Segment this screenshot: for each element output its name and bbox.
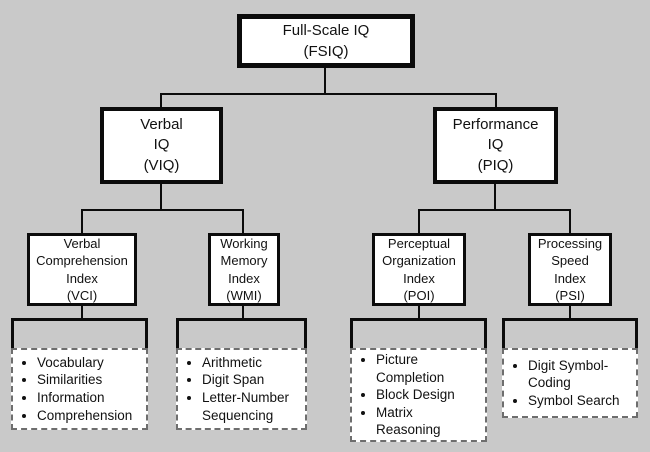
connector-viq-stem xyxy=(160,184,162,211)
subtest-list-vci: VocabularySimilaritiesInformationCompreh… xyxy=(13,354,136,424)
bracket-wmi-subtests xyxy=(176,318,307,349)
node-processing-speed-index: Processing Speed Index (PSI) xyxy=(528,233,612,306)
subtest-item: Picture Completion xyxy=(376,351,481,386)
node-perceptual-organization-index: Perceptual Organization Index (POI) xyxy=(372,233,466,306)
subtest-item: Digit Symbol-Coding xyxy=(528,357,632,392)
subtest-group-psi: Digit Symbol-CodingSymbol Search xyxy=(502,348,638,418)
subtest-item: Comprehension xyxy=(37,407,132,425)
bracket-psi-subtests xyxy=(502,318,638,349)
connector-vci-stem xyxy=(81,306,83,320)
connector-drop-wmi xyxy=(242,209,244,233)
connector-psi-stem xyxy=(569,306,571,320)
subtest-group-poi: Picture CompletionBlock DesignMatrix Rea… xyxy=(350,348,487,442)
subtest-group-wmi: ArithmeticDigit SpanLetter-Number Sequen… xyxy=(176,348,307,430)
connector-drop-poi xyxy=(418,209,420,233)
connector-drop-psi xyxy=(569,209,571,233)
subtest-item: Similarities xyxy=(37,371,132,389)
node-working-memory-index: Working Memory Index (WMI) xyxy=(208,233,280,306)
connector-drop-viq xyxy=(160,93,162,107)
subtest-item: Matrix Reasoning xyxy=(376,404,481,439)
connector-wmi-stem xyxy=(242,306,244,320)
node-verbal-iq: Verbal IQ (VIQ) xyxy=(100,107,223,184)
subtest-list-wmi: ArithmeticDigit SpanLetter-Number Sequen… xyxy=(178,354,305,424)
connector-piq-crossbar xyxy=(418,209,571,211)
subtest-item: Block Design xyxy=(376,386,481,404)
subtest-item: Symbol Search xyxy=(528,392,632,410)
bracket-poi-subtests xyxy=(350,318,487,349)
subtest-group-vci: VocabularySimilaritiesInformationCompreh… xyxy=(11,348,148,430)
connector-drop-piq xyxy=(495,93,497,107)
subtest-item: Digit Span xyxy=(202,371,301,389)
connector-viq-crossbar xyxy=(81,209,244,211)
subtest-item: Vocabulary xyxy=(37,354,132,372)
subtest-item: Information xyxy=(37,389,132,407)
subtest-item: Letter-Number Sequencing xyxy=(202,389,301,424)
node-full-scale-iq: Full-Scale IQ (FSIQ) xyxy=(237,14,415,68)
node-performance-iq: Performance IQ (PIQ) xyxy=(433,107,558,184)
connector-fsiq-crossbar xyxy=(160,93,497,95)
bracket-vci-subtests xyxy=(11,318,148,349)
subtest-list-poi: Picture CompletionBlock DesignMatrix Rea… xyxy=(352,351,485,439)
connector-fsiq-stem xyxy=(324,68,326,95)
subtest-list-psi: Digit Symbol-CodingSymbol Search xyxy=(504,357,636,410)
connector-drop-vci xyxy=(81,209,83,233)
subtest-item: Arithmetic xyxy=(202,354,301,372)
connector-piq-stem xyxy=(494,184,496,211)
node-verbal-comprehension-index: Verbal Comprehension Index (VCI) xyxy=(27,233,137,306)
connector-poi-stem xyxy=(418,306,420,320)
